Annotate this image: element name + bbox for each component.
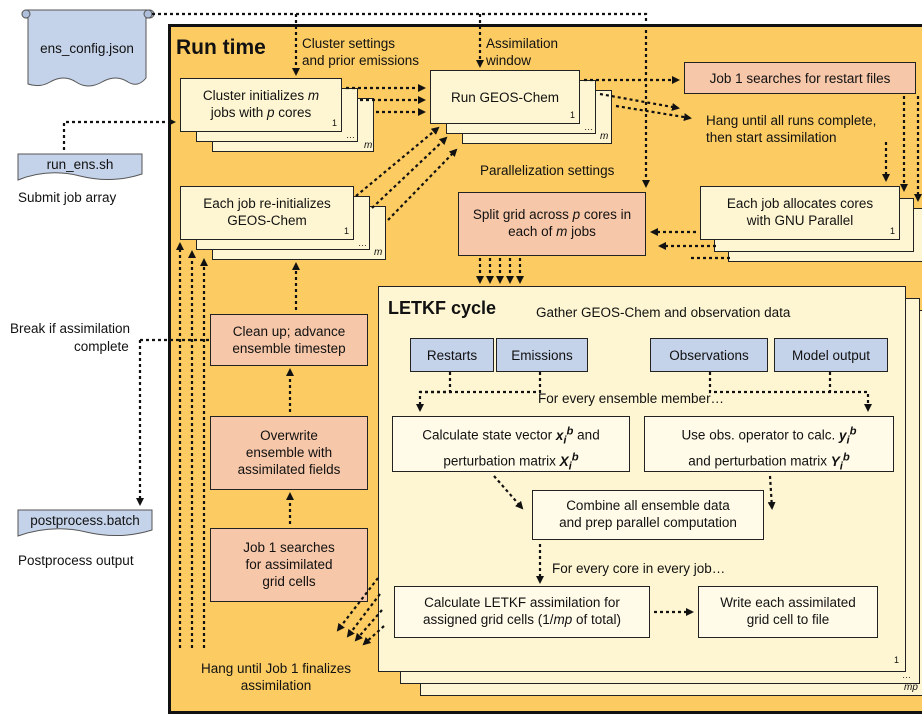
document-icon xyxy=(17,153,143,181)
run-script-label: run_ens.sh xyxy=(46,157,114,172)
model-output-box[interactable]: Model output xyxy=(774,338,888,372)
emissions-box[interactable]: Emissions xyxy=(496,338,588,372)
hang-runs-label: Hang until all runs complete,then start … xyxy=(706,113,877,145)
stack-ellipsis: … xyxy=(902,670,911,680)
break-label-1: Break if assimilation xyxy=(10,321,131,336)
stack-ellipsis: … xyxy=(584,122,593,132)
stack-mp-label: mp xyxy=(904,682,918,693)
restart-search-box[interactable]: Job 1 searches for restart files xyxy=(684,62,916,94)
postprocess-file[interactable]: postprocess.batch xyxy=(17,509,154,538)
split-grid-box[interactable]: Split grid across p cores in each of m j… xyxy=(458,192,646,256)
stack-m-label: m xyxy=(600,131,609,142)
config-file-label: ens_config.json xyxy=(40,41,134,56)
every-member-label: For every ensemble member… xyxy=(538,391,725,406)
stack-ellipsis: … xyxy=(358,238,367,248)
letkf-hang-arrow-1 xyxy=(336,577,379,632)
restarts-box[interactable]: Restarts xyxy=(410,338,494,372)
letkf-title: LETKF cycle xyxy=(388,298,497,318)
stack-ellipsis: … xyxy=(346,130,355,140)
run-geos-box[interactable]: Run GEOS-Chem 1 xyxy=(430,70,580,124)
run-hang-arrow-1 xyxy=(599,92,680,111)
run-script-file[interactable]: run_ens.sh xyxy=(17,153,148,182)
reinit-run-arrow-2 xyxy=(371,136,448,209)
runtime-title: Run time xyxy=(176,36,266,59)
config-to-split-arrow xyxy=(152,12,650,188)
break-label-2: complete xyxy=(74,339,129,354)
parallel-settings-label: Parallelization settings xyxy=(480,163,615,178)
cluster-init-box[interactable]: Cluster initializes m jobs with p cores … xyxy=(180,78,342,132)
postprocess-label: postprocess.batch xyxy=(30,513,140,528)
reinit-run-arrow-1 xyxy=(355,126,440,197)
every-core-label: For every core in every job… xyxy=(552,561,726,576)
obs-operator-arrow xyxy=(708,372,872,412)
config-file[interactable]: ens_config.json xyxy=(18,4,156,98)
gather-label: Gather GEOS-Chem and observation data xyxy=(536,305,791,320)
state-vector-box[interactable]: Calculate state vector xib and perturbat… xyxy=(392,416,630,472)
calc-letkf-box[interactable]: Calculate LETKF assimilation for assigne… xyxy=(394,586,650,638)
stack-m-label: m xyxy=(374,247,383,258)
observations-box[interactable]: Observations xyxy=(650,338,768,372)
reinit-run-arrow-3 xyxy=(387,148,458,221)
postprocess-caption: Postprocess output xyxy=(18,553,134,568)
obs-operator-box[interactable]: Use obs. operator to calc. yib and pertu… xyxy=(644,416,894,472)
stack-m-label: m xyxy=(364,140,373,151)
run-hang-arrow-2 xyxy=(615,104,692,121)
document-icon xyxy=(17,509,153,537)
run-script-arrow xyxy=(62,118,176,150)
state-combine-arrow xyxy=(493,475,524,510)
run-script-caption: Submit job array xyxy=(18,190,117,205)
obs-combine-arrow xyxy=(767,475,776,510)
